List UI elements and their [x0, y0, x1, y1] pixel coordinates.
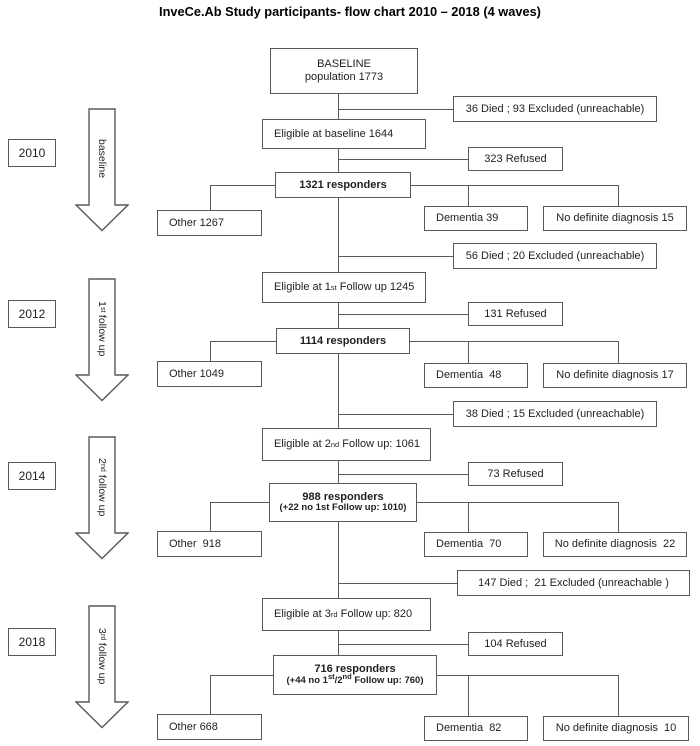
refused-box: 73 Refused	[468, 462, 563, 486]
year-label: 2018	[18, 635, 46, 649]
dementia-box: Dementia 82	[424, 716, 528, 741]
down-arrow-icon	[75, 605, 129, 729]
connector-line	[618, 502, 620, 532]
connector-line	[618, 341, 620, 363]
connector-line	[210, 675, 212, 714]
died-excluded-box: 36 Died ; 93 Excluded (unreachable)	[453, 96, 657, 122]
died-excluded-box: 147 Died ; 21 Excluded (unreachable )	[457, 570, 690, 596]
responders-box: 1321 responders	[275, 172, 411, 198]
died-excluded-box: 38 Died ; 15 Excluded (unreachable)	[453, 401, 657, 427]
no-definite-diagnosis-box: No definite diagnosis 15	[543, 206, 687, 231]
refused-box: 131 Refused	[468, 302, 563, 326]
down-arrow-icon	[75, 278, 129, 402]
no-definite-diagnosis-box: No definite diagnosis 17	[543, 363, 687, 388]
arrow-label-baseline: baseline	[96, 139, 108, 179]
chart-title: InveCe.Ab Study participants- flow chart…	[159, 4, 541, 19]
connector-line	[437, 675, 618, 677]
responders-box: 1114 responders	[276, 328, 410, 354]
connector-line	[338, 159, 468, 161]
connector-line	[210, 341, 276, 343]
connector-line	[417, 502, 618, 504]
dementia-box: Dementia 48	[424, 363, 528, 388]
baseline-population: population 1773	[304, 71, 384, 83]
connector-line	[338, 109, 453, 111]
other-box: Other 1267	[157, 210, 262, 236]
connector-line	[210, 502, 212, 531]
baseline-population-box: BASELINE population 1773	[270, 48, 418, 94]
responders-box: 988 responders (+22 no 1st Follow up: 10…	[269, 483, 417, 522]
connector-line	[468, 675, 470, 716]
connector-line	[210, 675, 273, 677]
connector-line	[338, 414, 453, 416]
year-label: 2014	[18, 469, 46, 483]
refused-box: 104 Refused	[468, 632, 563, 656]
main-spine-line	[338, 94, 340, 655]
connector-line	[338, 474, 468, 476]
year-box-2018: 2018	[8, 628, 56, 656]
baseline-label: BASELINE	[317, 58, 371, 71]
connector-line	[618, 675, 620, 716]
dementia-box: Dementia 70	[424, 532, 528, 557]
connector-line	[338, 256, 453, 258]
connector-line	[338, 314, 468, 316]
connector-line	[618, 185, 620, 206]
died-excluded-box: 56 Died ; 20 Excluded (unreachable)	[453, 243, 657, 269]
year-label: 2012	[18, 307, 46, 321]
connector-line	[210, 341, 212, 361]
other-box: Other 1049	[157, 361, 262, 387]
year-label: 2010	[18, 146, 46, 160]
refused-box: 323 Refused	[468, 147, 563, 171]
dementia-box: Dementia 39	[424, 206, 528, 231]
down-arrow-icon	[75, 436, 129, 560]
connector-line	[410, 341, 618, 343]
no-definite-diagnosis-box: No definite diagnosis 22	[543, 532, 687, 557]
connector-line	[468, 502, 470, 532]
year-box-2014: 2014	[8, 462, 56, 490]
other-box: Other 918	[157, 531, 262, 557]
connector-line	[210, 185, 275, 187]
connector-line	[210, 185, 212, 210]
connector-line	[411, 185, 618, 187]
no-definite-diagnosis-box: No definite diagnosis 10	[543, 716, 689, 741]
connector-line	[338, 583, 457, 585]
year-box-2012: 2012	[8, 300, 56, 328]
eligible-box: Eligible at baseline 1644	[262, 119, 426, 149]
other-box: Other 668	[157, 714, 262, 740]
connector-line	[338, 644, 468, 646]
connector-line	[210, 502, 269, 504]
responders-box: 716 responders (+44 no 1st/2nd Follow up…	[273, 655, 437, 695]
connector-line	[468, 341, 470, 363]
year-box-2010: 2010	[8, 139, 56, 167]
connector-line	[468, 185, 470, 206]
down-arrow-icon	[75, 108, 129, 232]
